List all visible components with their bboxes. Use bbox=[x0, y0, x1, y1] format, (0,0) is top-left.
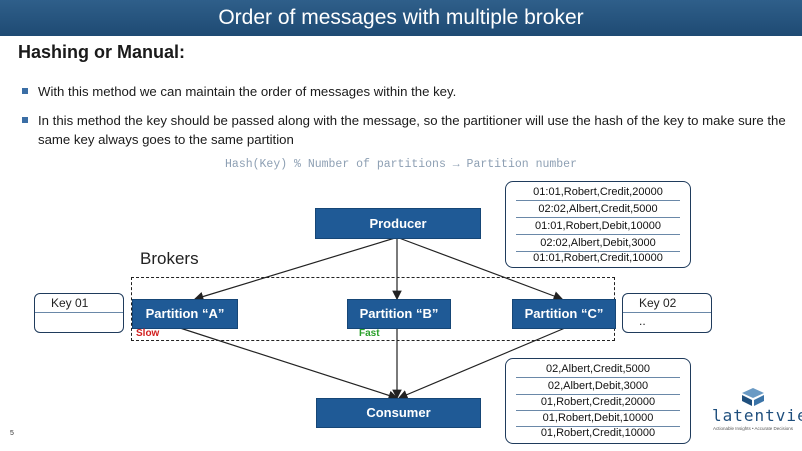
arrow-producer-to-c bbox=[398, 237, 564, 301]
bullet-marker-icon bbox=[22, 117, 28, 123]
key-02-value: .. bbox=[639, 314, 646, 328]
arrow-c-to-consumer bbox=[397, 327, 566, 400]
message-row: 01,Robert,Debit,10000 bbox=[516, 410, 680, 427]
producer-box: Producer bbox=[315, 208, 481, 239]
logo-text: latentview bbox=[712, 406, 802, 425]
page-number: 5 bbox=[10, 430, 14, 437]
partition-a-box: Partition “A” bbox=[132, 299, 238, 329]
message-row: 01,Robert,Credit,10000 bbox=[540, 427, 656, 439]
message-row: 02:02,Albert,Credit,5000 bbox=[516, 201, 680, 218]
key-01-value bbox=[35, 313, 123, 332]
partition-c-box: Partition “C” bbox=[512, 299, 616, 329]
section-title: Hashing or Manual: bbox=[18, 42, 186, 62]
brokers-label: Brokers bbox=[140, 249, 199, 268]
slide-title: Order of messages with multiple broker bbox=[0, 0, 802, 36]
message-row: 01:01,Robert,Debit,10000 bbox=[516, 218, 680, 235]
key-02-label: Key 02 bbox=[623, 294, 711, 313]
consumer-box: Consumer bbox=[316, 398, 481, 428]
partition-b-box: Partition “B” bbox=[347, 299, 451, 329]
message-row: 01:01,Robert,Credit,20000 bbox=[516, 184, 680, 201]
arrow-producer-to-a bbox=[193, 237, 396, 302]
key-01-label: Key 01 bbox=[35, 294, 123, 313]
partition-a-speed-label: Slow bbox=[136, 328, 160, 339]
key-01-box: Key 01 bbox=[34, 293, 124, 333]
logo-tagline: Actionable Insights • Accurate Decisions bbox=[712, 426, 794, 431]
output-messages-box: 02,Albert,Credit,5000 02,Albert,Debit,30… bbox=[505, 358, 691, 444]
cube-logo-icon bbox=[742, 388, 764, 406]
message-row: 02,Albert,Credit,5000 bbox=[516, 361, 680, 378]
arrow-a-to-consumer bbox=[179, 327, 399, 400]
partition-b-speed-label: Fast bbox=[359, 328, 380, 339]
key-02-box: Key 02 .. bbox=[622, 293, 712, 333]
message-row: 02,Albert,Debit,3000 bbox=[516, 378, 680, 395]
message-row: 01,Robert,Credit,20000 bbox=[516, 394, 680, 411]
hash-formula: Hash(Key) % Number of partitions → Parti… bbox=[225, 158, 577, 171]
bullet-marker-icon bbox=[22, 88, 28, 94]
message-row: 02:02,Albert,Debit,3000 bbox=[516, 235, 680, 252]
message-row: 01:01,Robert,Credit,10000 bbox=[533, 252, 663, 264]
input-messages-box: 01:01,Robert,Credit,20000 02:02,Albert,C… bbox=[505, 181, 691, 268]
latentview-logo: latentview Actionable Insights • Accurat… bbox=[712, 386, 802, 446]
bullet-text: In this method the key should be passed … bbox=[38, 113, 786, 147]
bullet-text: With this method we can maintain the ord… bbox=[38, 84, 457, 99]
